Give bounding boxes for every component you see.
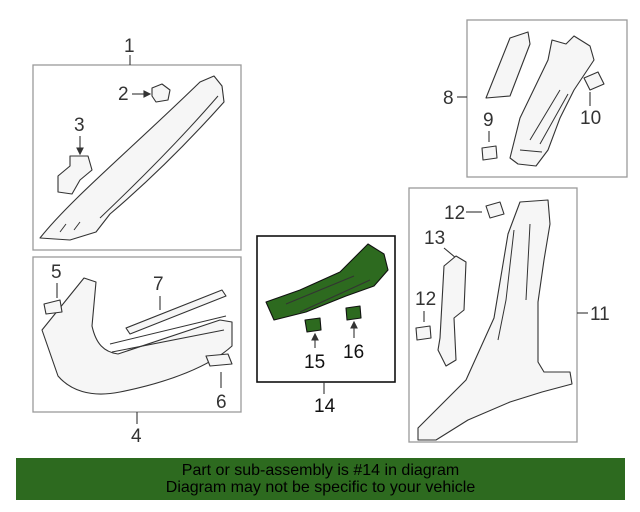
callout-3: 3 [74,115,85,136]
banner-line-1: Part or sub-assembly is #14 in diagram [181,462,460,479]
part-15-clip[interactable] [304,317,322,333]
part-3-bracket[interactable] [57,155,93,195]
callout-15: 15 [304,352,325,373]
panel-1-group: 1 2 3 [32,36,242,251]
part-6-clip[interactable] [205,353,233,367]
part-14-highlighted[interactable] [265,243,389,321]
callout-6: 6 [216,392,227,413]
part-12-clip-top[interactable] [485,201,505,219]
callout-7: 7 [153,274,164,295]
callout-8: 8 [443,88,454,109]
callout-4: 4 [131,426,142,447]
panel-8-group: 8 9 10 [443,19,628,178]
callout-16: 16 [343,342,364,363]
info-banner: Part or sub-assembly is #14 in diagram D… [16,458,625,500]
callout-9: 9 [483,110,494,131]
panel-4-group: 4 5 7 6 [32,256,242,447]
part-11-lower-b-pillar-trim[interactable] [417,199,573,441]
callout-14: 14 [314,396,336,417]
callout-5: 5 [51,262,62,283]
callout-11: 11 [590,304,610,325]
callout-10: 10 [580,108,601,129]
part-1-a-pillar-trim[interactable] [39,75,225,241]
panel-14-group: 14 15 16 [256,235,396,417]
part-16-clip[interactable] [345,305,362,321]
part-2-clip[interactable] [151,83,171,103]
callout-13: 13 [424,228,445,249]
callout-2: 2 [118,84,129,105]
part-9-clip[interactable] [481,145,498,161]
callout-12-bottom: 12 [415,289,436,310]
callout-12-top: 12 [444,203,465,224]
part-12-clip-bottom[interactable] [415,325,432,341]
part-5-clip[interactable] [43,299,63,315]
banner-line-2: Diagram may not be specific to your vehi… [165,479,476,496]
callout-1: 1 [124,36,135,57]
part-13-seatbelt-guide[interactable] [437,255,467,367]
panel-11-group: 11 12 13 12 [408,187,610,443]
part-4-sill-plate[interactable] [41,277,233,395]
part-8-upper-b-pillar-trim[interactable] [485,31,531,99]
part-7-sill-trim-strip[interactable] [125,289,227,335]
parts-diagram: 1 2 3 4 5 7 6 14 [32,19,628,447]
leader-13 [443,247,457,259]
part-10-clip[interactable] [583,71,605,91]
